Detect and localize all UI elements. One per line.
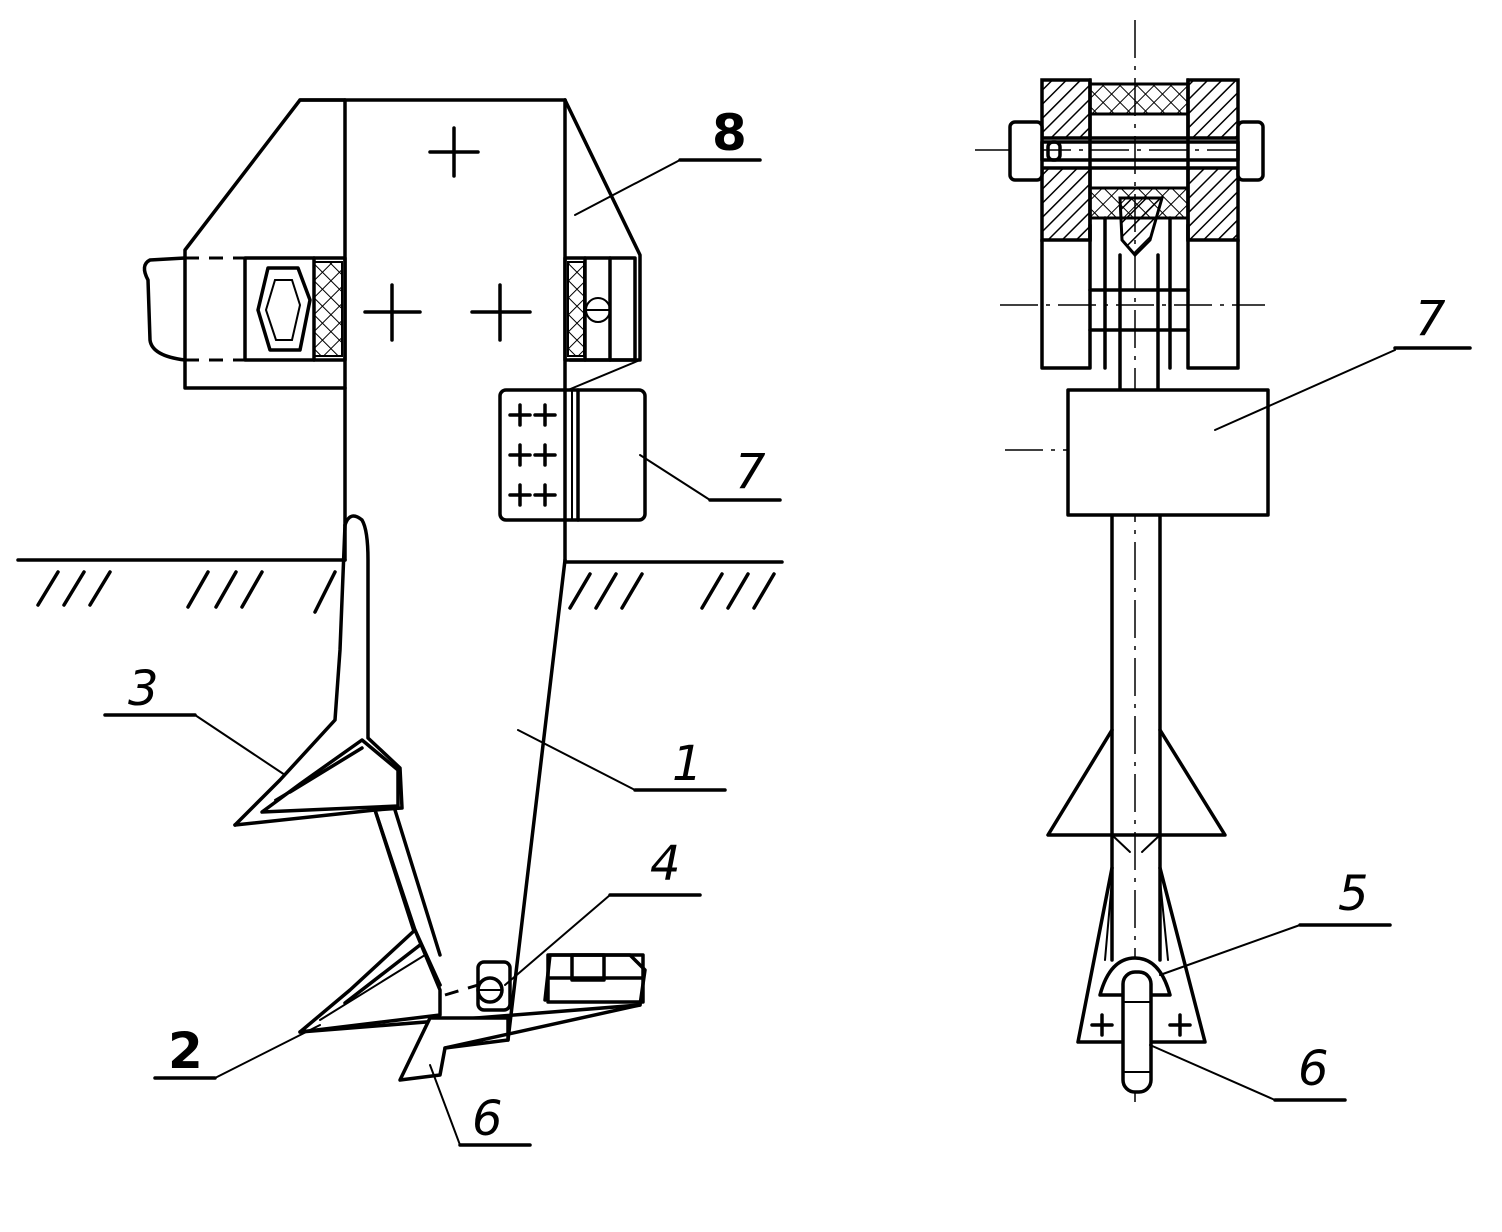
elastic-insert-section xyxy=(243,256,637,362)
fastener-marks xyxy=(363,126,532,342)
callout-3: 3 xyxy=(128,661,159,717)
callout-6-right: 6 xyxy=(1298,1041,1329,1097)
callout-7-right: 7 xyxy=(1415,291,1446,347)
left-leaders xyxy=(103,158,782,1147)
shank-body xyxy=(233,98,567,1042)
right-leaders xyxy=(1149,346,1472,1102)
bolt-group xyxy=(508,403,557,507)
axle-bolt xyxy=(1008,120,1265,182)
pivot-pin xyxy=(444,960,512,1012)
lower-share xyxy=(298,808,647,1082)
callout-5: 5 xyxy=(1338,866,1369,922)
callout-6-left: 6 xyxy=(472,1091,503,1147)
callout-2: 2 xyxy=(168,1022,203,1080)
callout-7-left: 7 xyxy=(735,444,766,500)
stem xyxy=(1110,253,1162,962)
left-side-view xyxy=(16,98,784,1147)
lower-tip xyxy=(1076,866,1207,1094)
right-front-view xyxy=(975,20,1472,1110)
clevis-bracket xyxy=(1040,78,1240,370)
callout-8: 8 xyxy=(712,104,747,162)
callout-4: 4 xyxy=(650,836,681,892)
ground-surface xyxy=(16,558,784,614)
callout-1: 1 xyxy=(672,736,703,792)
side-plate xyxy=(498,359,647,522)
callout-labels: 8 7 1 4 3 2 6 7 5 6 xyxy=(128,104,1446,1147)
front-plate xyxy=(1066,388,1270,517)
wing-cone xyxy=(1046,728,1227,853)
